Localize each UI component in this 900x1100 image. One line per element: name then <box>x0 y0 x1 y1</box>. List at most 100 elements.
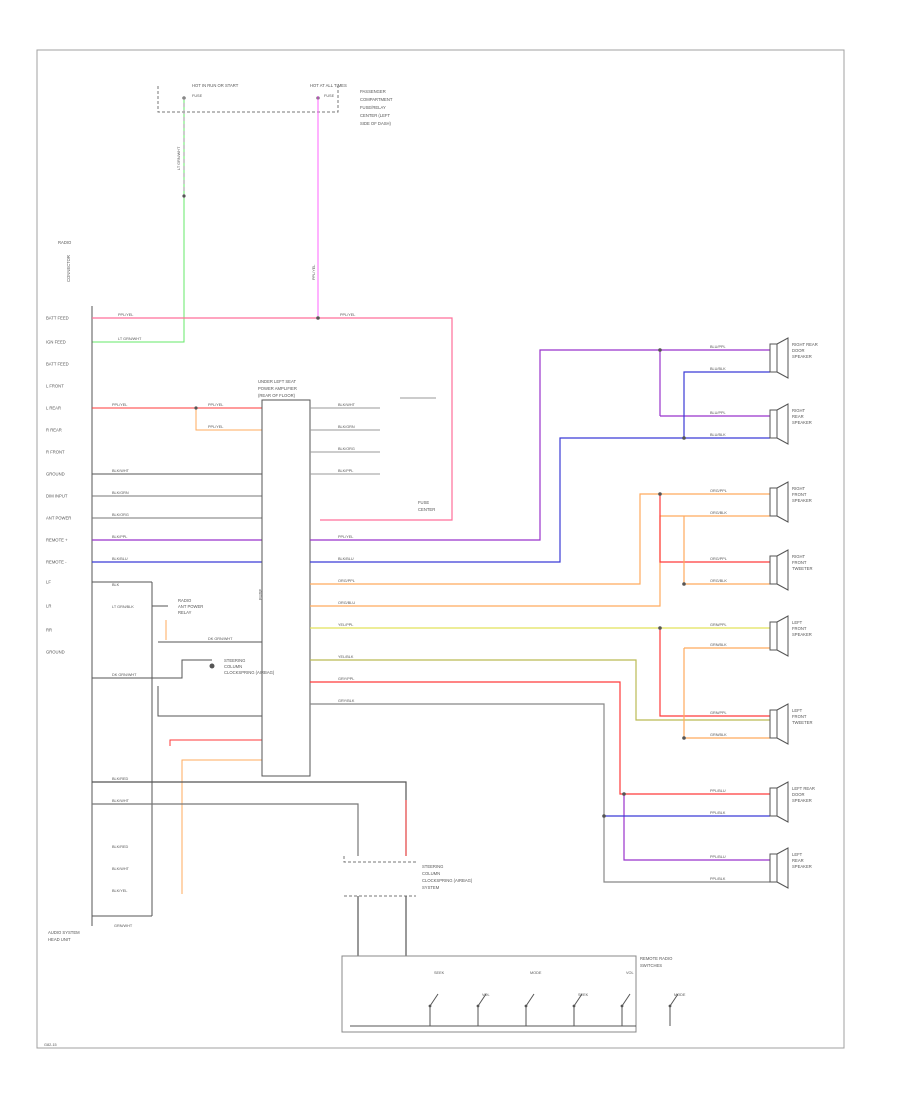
wire-label-green-vertical: LT GRN/WHT <box>177 146 181 170</box>
wire-label-dim: DK GRN/WHT <box>208 637 233 641</box>
switch-1: VOL <box>476 993 490 1026</box>
clockspring-label-3: CLOCKSPRING (AIRBAG) <box>422 878 473 883</box>
switch-label-5: MODE <box>674 993 686 997</box>
speaker-0-label-2: SPEAKER <box>792 354 812 359</box>
switch-title-1: REMOTE RADIO <box>640 956 673 961</box>
stereo-func-14: RR <box>46 628 52 633</box>
switch-label-4: VOL <box>626 971 634 975</box>
fuse-panel-label-1: PASSENGER <box>360 89 386 94</box>
speaker-3-label-1: FRONT <box>792 560 807 565</box>
speaker-wire-label-14: PPL/BLU <box>710 855 726 859</box>
amp-out-label-3: ORG/PPL <box>338 579 355 583</box>
amp-fuse-label: FUSE <box>258 589 263 600</box>
speaker-wire-label-10: GRN/PPL <box>710 711 727 715</box>
wire-ign-feed <box>92 96 185 343</box>
speaker-wire-label-12: PPL/BLU <box>710 789 726 793</box>
amp-out-label-6: YEL/BLK <box>338 655 354 659</box>
clockspring-label-1: STEERING <box>422 864 443 869</box>
stereo-func-3: L FRONT <box>46 384 64 389</box>
speaker-2-label-1: FRONT <box>792 492 807 497</box>
speaker-wire-label-7: ORG/BLK <box>710 579 727 583</box>
stereo-func-4: L REAR <box>46 406 61 411</box>
amp-out-3: BLK/ORG <box>338 447 355 451</box>
fuse-left-label: HOT IN RUN OR START <box>192 83 239 88</box>
wire-label-remote-3: BLK/YEL <box>112 889 127 893</box>
fuse-panel-label-4: CENTER (LEFT <box>360 113 390 118</box>
speaker-5-label-1: FRONT <box>792 714 807 719</box>
stereo-head-unit: RADIO CONNECTOR AUDIO SYSTEM HEAD UNIT G… <box>48 240 153 942</box>
wire-steering-2 <box>92 803 359 856</box>
speaker-4-label-2: SPEAKER <box>792 632 812 637</box>
amp-out-label-4: ORG/BLU <box>338 601 355 605</box>
amp-out-4: BLK/PPL <box>338 469 353 473</box>
fuse-panel-label-3: FUSE/RELAY <box>360 105 386 110</box>
stereo-func-11: REMOTE - <box>46 560 67 565</box>
stereo-name-1: AUDIO SYSTEM <box>48 930 80 935</box>
speaker-wire-label-6: ORG/PPL <box>710 557 727 561</box>
speaker-1-label-1: REAR <box>792 414 804 419</box>
wire-label-feed2-c: PPL/YEL <box>208 425 223 429</box>
wire-label-steer-1: BLK/RED <box>112 777 129 781</box>
speaker-2-label-2: SPEAKER <box>792 498 812 503</box>
power-amplifier: UNDER LEFT SEAT POWER AMPLIFIER (REAR OF… <box>258 379 436 777</box>
amp-out-1: BLK/WHT <box>338 403 356 407</box>
clockspring-side-3: CLOCKSPRING (AIRBAG) <box>224 670 275 675</box>
speaker-4-label-1: FRONT <box>792 626 807 631</box>
wire-label-batt-2: PPL/YEL <box>340 313 355 317</box>
stereo-func-12: LF <box>46 580 51 585</box>
wire-steering-1 <box>92 781 407 856</box>
speaker-7-label-0: LEFT <box>792 852 803 857</box>
speaker-wire-label-4: ORG/PPL <box>710 489 727 493</box>
speakers: RIGHT REARDOORSPEAKERRIGHTREARSPEAKERRIG… <box>769 337 818 889</box>
wire-out-pink <box>310 493 770 585</box>
speaker-3-label-0: RIGHT <box>792 554 805 559</box>
fuse-left: FUSE <box>192 94 203 98</box>
speaker-wire-label-15: PPL/BLK <box>710 877 726 881</box>
switch-4: VOL <box>620 971 634 1026</box>
wire-label-feed2-b: PPL/YEL <box>208 403 223 407</box>
fuse-panel: HOT IN RUN OR START HOT AT ALL TIMES FUS… <box>157 83 393 126</box>
relay-label-3: RELAY <box>178 610 192 615</box>
speaker-wire-label-5: ORG/BLK <box>710 511 727 515</box>
wire-label-remote-1: BLK/RED <box>112 845 129 849</box>
speaker-0-label-0: RIGHT REAR <box>792 342 818 347</box>
speaker-5-label-2: TWEETER <box>792 720 812 725</box>
stereo-func-10: REMOTE + <box>46 538 68 543</box>
speaker-6-label-1: DOOR <box>792 792 805 797</box>
amp-out-label-8: GRY/BLK <box>338 699 355 703</box>
speaker-6-label-2: SPEAKER <box>792 798 812 803</box>
speaker-7-label-2: SPEAKER <box>792 864 812 869</box>
speaker-wire-label-9: GRN/BLK <box>710 643 727 647</box>
wire-out-olive <box>310 659 770 721</box>
wire-out-purple-1 <box>310 349 770 541</box>
fuse-right-label: HOT AT ALL TIMES <box>310 83 347 88</box>
fuse-panel-label-2: COMPARTMENT <box>360 97 393 102</box>
amp-title-3: (REAR OF FLOOR) <box>258 393 296 398</box>
amp-title-1: UNDER LEFT SEAT <box>258 379 296 384</box>
wire-label-lfront: BLK/WHT <box>112 469 130 473</box>
amp-fuse-1: FUSE <box>418 500 429 505</box>
speaker-0-label-1: DOOR <box>792 348 805 353</box>
speaker-wire-label-1: BLU/BLK <box>710 367 726 371</box>
wire-label-steer-2: BLK/WHT <box>112 799 130 803</box>
speaker-wire-label-8: GRN/PPL <box>710 623 727 627</box>
wire-out-blue-1 <box>310 437 770 563</box>
amp-out-2: BLK/GRN <box>338 425 355 429</box>
speaker-7-label-1: REAR <box>792 858 804 863</box>
switch-title-2: SWITCHES <box>640 963 662 968</box>
speaker-wire-label-0: BLU/PPL <box>710 345 726 349</box>
wire-label-batt: PPL/YEL <box>118 313 133 317</box>
switch-label-3: SEEK <box>578 993 589 997</box>
switch-label-0: SEEK <box>434 971 445 975</box>
wire-label-magenta-vertical: PPL/YEL <box>312 265 316 280</box>
stereo-func-1: IGN FEED <box>46 340 66 345</box>
stereo-side-label-2: CONNECTOR <box>66 255 71 282</box>
clockspring-label-4: SYSTEM <box>422 885 440 890</box>
footer-code: G82-15 <box>44 1043 57 1047</box>
